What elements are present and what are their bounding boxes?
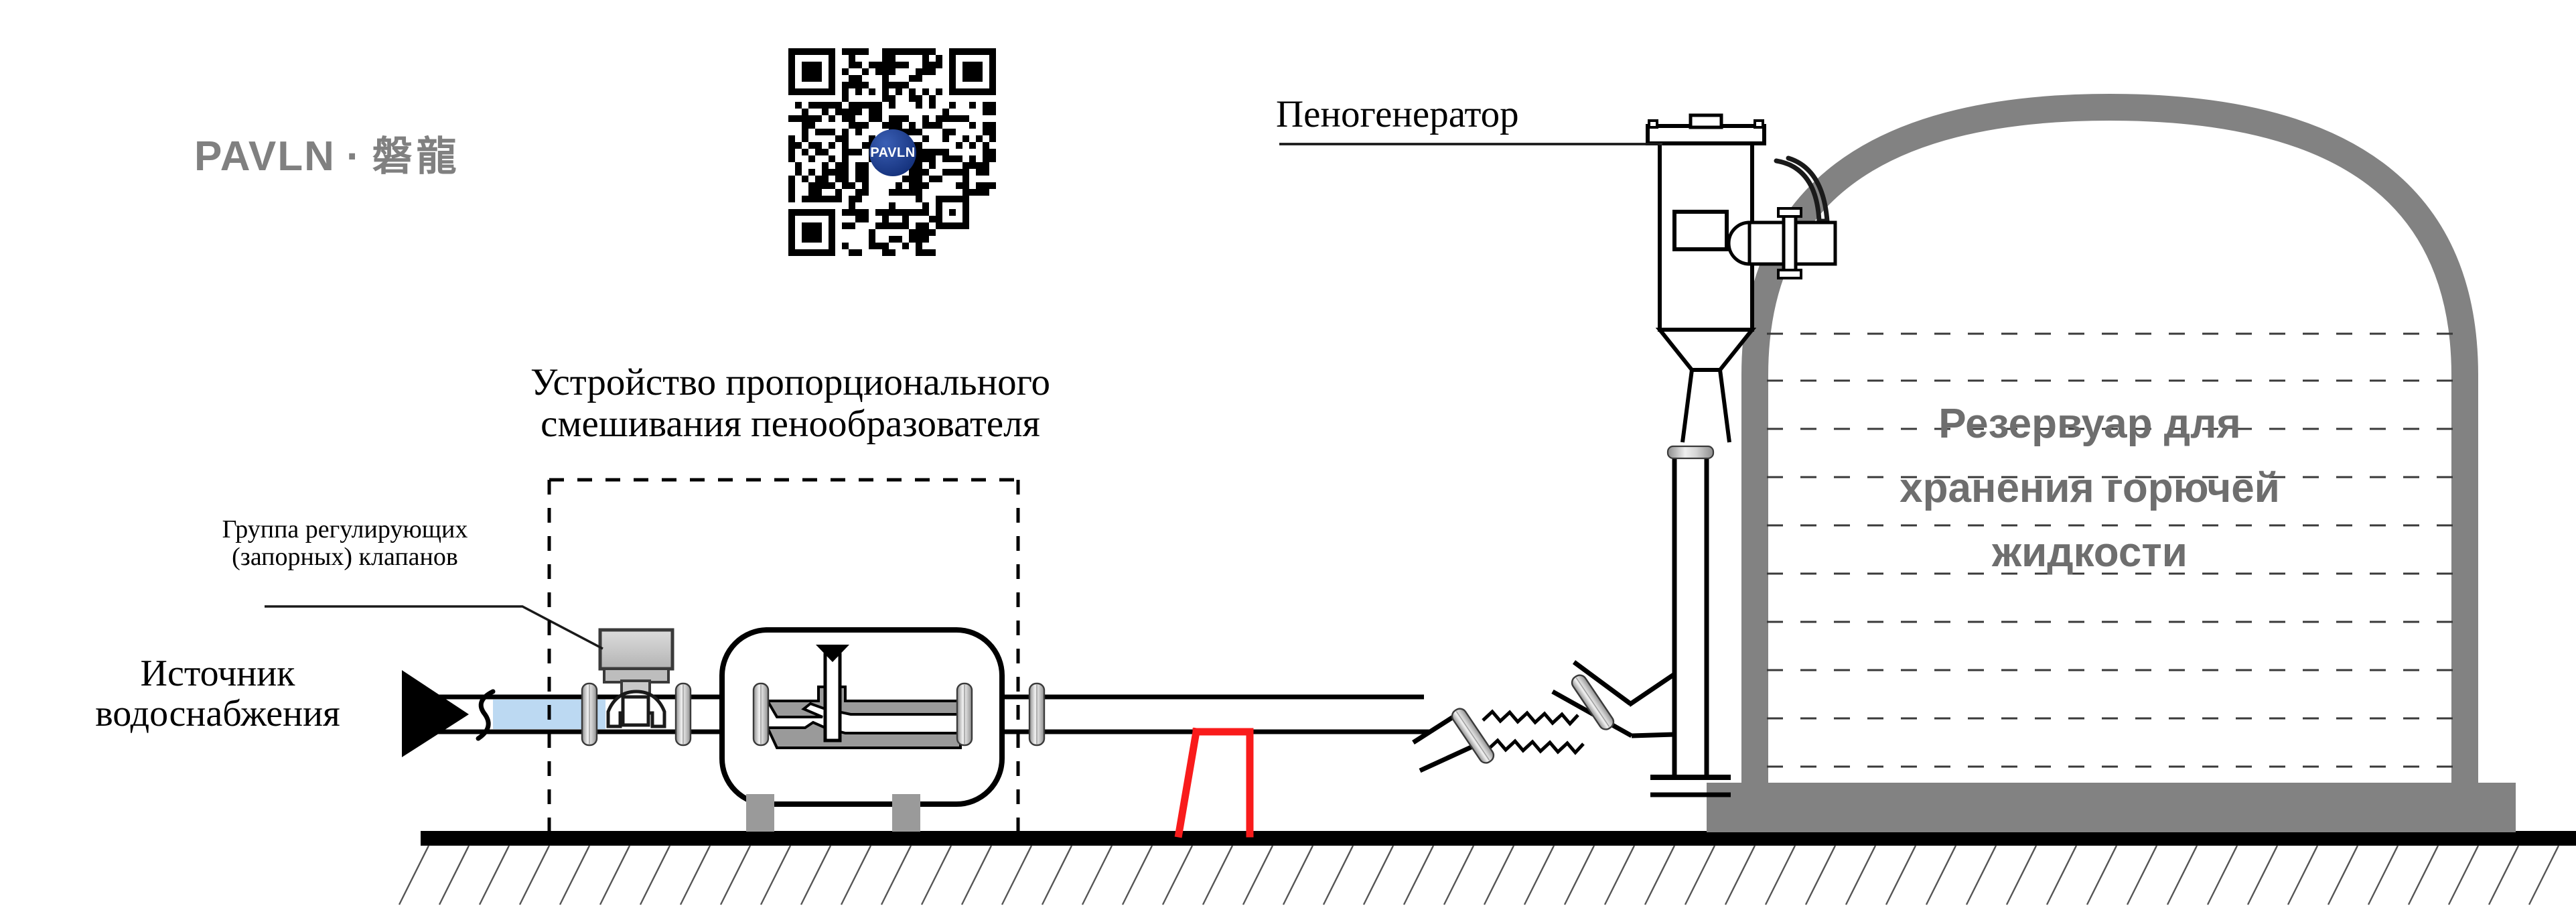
- valve-group-leader-line: [265, 605, 603, 650]
- top-bolt-left: [1648, 119, 1658, 129]
- inspection-window: [1672, 210, 1729, 251]
- storage-tank-label: Резервуар для хранения горючей жидкости: [1775, 392, 2405, 585]
- venturi-upper-body: [765, 686, 962, 718]
- valve-actuator-housing[interactable]: [598, 628, 674, 671]
- foam-generator-label: Пеногенератор: [1276, 93, 1519, 135]
- pipe-break-squiggle: [476, 689, 496, 741]
- riser-top-flange: [1666, 445, 1715, 460]
- side-nozzle-flange: [1777, 207, 1802, 279]
- skid-boundary-dashed-box: [547, 478, 1020, 832]
- proportioner-flange-right: [956, 682, 973, 747]
- red-support-bracket: [1174, 727, 1254, 838]
- storage-tank-label-line2: хранения горючей: [1900, 465, 2280, 512]
- header-flanges: [1028, 682, 1046, 747]
- logo-cjk-text: 磐龍: [372, 133, 461, 180]
- riser-tee-upper: [1628, 672, 1676, 707]
- tank-foundation: [1707, 783, 2516, 832]
- foam-generator-group: [1279, 113, 1837, 443]
- foam-discharge-elbow: [1774, 158, 1822, 224]
- proportioner-label-line2: смешивания пенообразователя: [541, 402, 1040, 445]
- proportioner-vessel-shell: [719, 627, 1005, 807]
- venturi-stem: [823, 653, 842, 742]
- ground-hatching: [398, 845, 2560, 905]
- flow-direction-arrow: [402, 670, 469, 757]
- water-source-label-line2: водоснабжения: [95, 693, 340, 735]
- water-source-label-line1: Источник: [140, 653, 295, 694]
- foam-generator-throat: [1680, 369, 1731, 443]
- valve-bonnet: [621, 695, 650, 727]
- ground-line-group: [398, 831, 2576, 905]
- foam-generator-reducer: [1655, 328, 1757, 372]
- qr-badge-label: PAVLN: [870, 145, 916, 160]
- ground-line: [421, 831, 2576, 846]
- venturi-lower-body: [765, 720, 962, 749]
- foam-discharge-elbow-inner: [1786, 155, 1830, 224]
- expansion-joint-bellows-top: [1482, 709, 1579, 726]
- diagonal-run-group: [1412, 660, 1633, 773]
- riser-tee-lower: [1631, 732, 1675, 738]
- proportioner-leg-right: [892, 794, 920, 832]
- header-flange-downstream: [1028, 682, 1046, 747]
- storage-tank-label-line1: Резервуар для: [1938, 401, 2241, 447]
- vent-cap: [1689, 113, 1723, 129]
- valve-group-label-line1: Группа регулирующих: [222, 515, 468, 543]
- proportioner-flange-left: [752, 682, 770, 747]
- top-bolt-right: [1754, 119, 1764, 129]
- proportioner-label-line1: Устройство пропорционального: [530, 361, 1051, 403]
- metering-indicator-triangle: [816, 645, 849, 662]
- side-nozzle-dome: [1727, 220, 1751, 266]
- logo-latin-text: PAVLN: [194, 133, 336, 180]
- valve-flange-right: [674, 682, 692, 747]
- control-valve-group[interactable]: [265, 605, 692, 747]
- proportioner-group: [719, 627, 1005, 832]
- logo-separator: ·: [346, 133, 362, 180]
- proportioner-leg-left: [746, 794, 774, 832]
- valve-group-label: Группа регулирующих (запорных) клапанов: [157, 515, 532, 572]
- proportioner-label: Устройство пропорционального смешивания …: [395, 362, 1186, 444]
- riser-pipe-group: [1628, 445, 1731, 797]
- brand-logo: PAVLN·磐龍: [194, 124, 461, 182]
- storage-tank-label-line3: жидкости: [1992, 529, 2188, 576]
- inlet-group: [402, 670, 496, 757]
- diagonal-upper-wall-a: [1572, 660, 1632, 706]
- valve-group-label-line2: (запорных) клапанов: [232, 543, 458, 572]
- qr-center-badge: PAVLN: [869, 129, 916, 176]
- water-source-label: Источник водоснабжения: [60, 653, 375, 734]
- liquid-level-lines: [1767, 332, 2453, 768]
- expansion-joint-bellows-bottom: [1487, 738, 1585, 755]
- valve-flange-left: [581, 682, 598, 747]
- storage-tank-group: [1707, 93, 2516, 832]
